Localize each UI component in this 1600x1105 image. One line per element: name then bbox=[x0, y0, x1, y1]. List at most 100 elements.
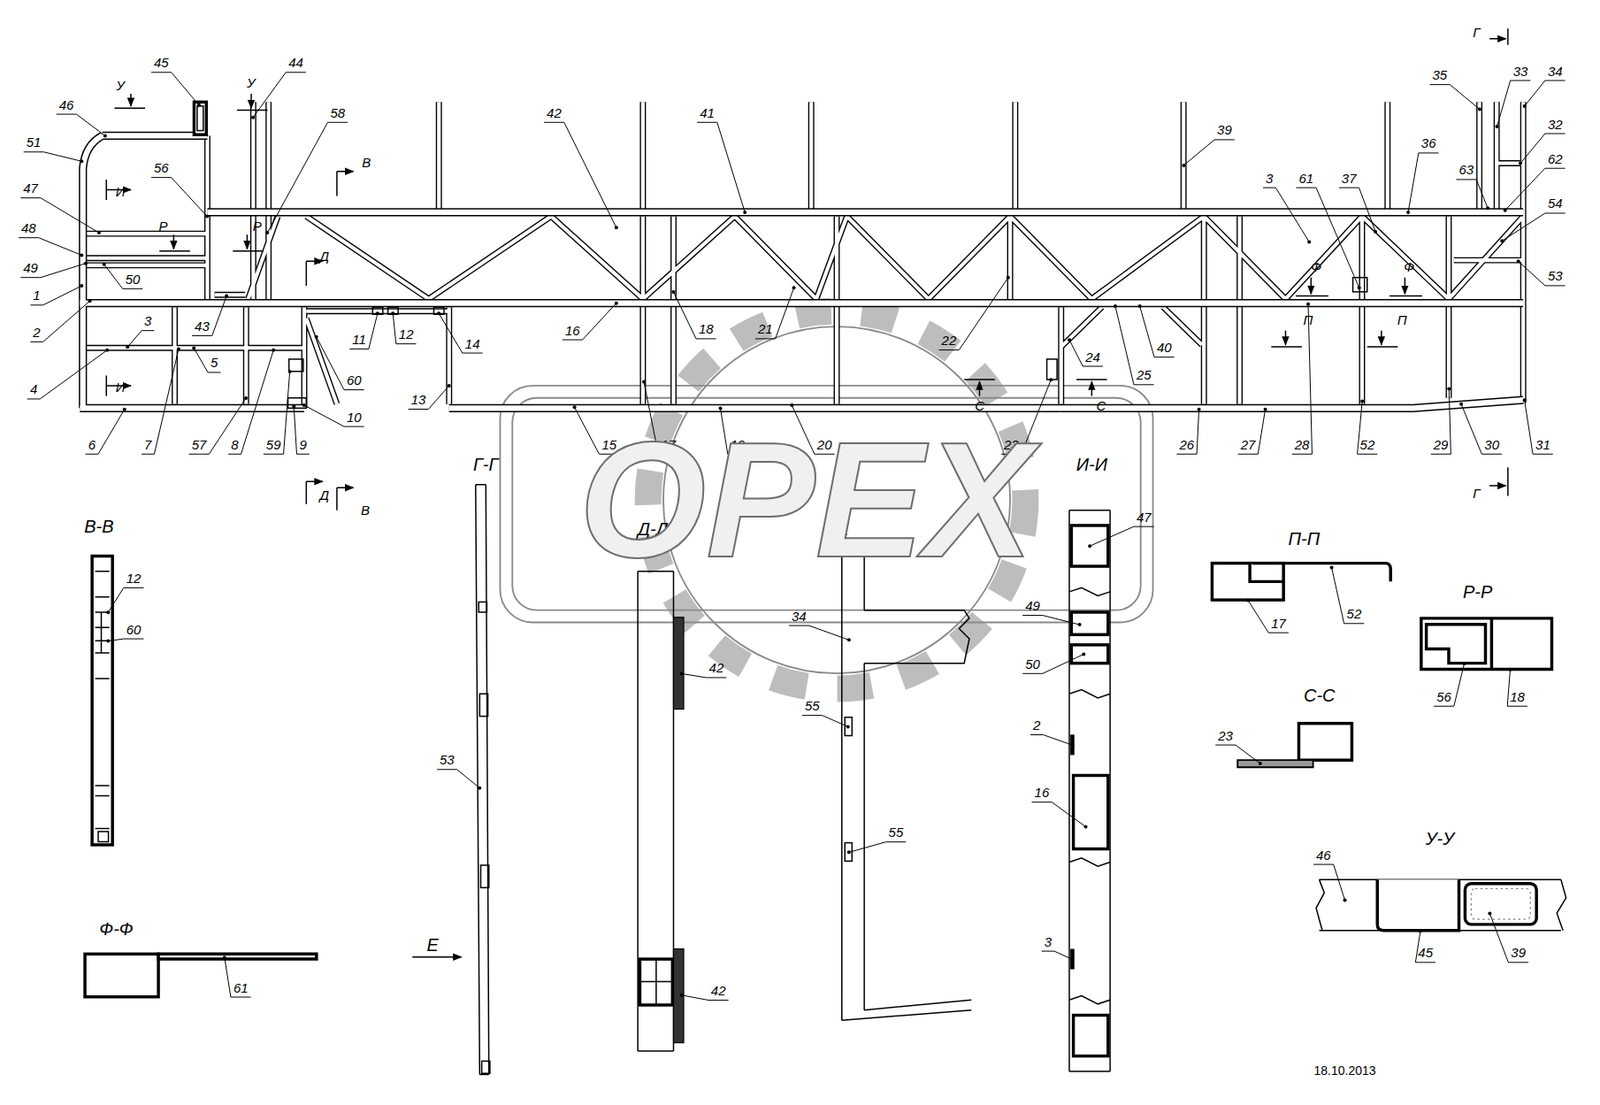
leader-dot bbox=[1485, 206, 1490, 210]
leader-line bbox=[1041, 950, 1073, 959]
leader-dot bbox=[671, 290, 675, 294]
leader-line bbox=[849, 842, 906, 853]
section-marker: Р bbox=[252, 219, 262, 235]
leader-line bbox=[1489, 913, 1529, 963]
section-marker: Р bbox=[159, 219, 169, 235]
leader-dot bbox=[302, 403, 307, 407]
callout-number: 27 bbox=[1240, 437, 1256, 453]
callout-number: 9 bbox=[298, 437, 307, 453]
leader-dot bbox=[1518, 161, 1523, 166]
leader-line bbox=[18, 237, 82, 256]
leader-line bbox=[263, 371, 291, 454]
leader-line bbox=[27, 350, 108, 399]
callout-number: 56 bbox=[153, 160, 169, 177]
callout-number: 33 bbox=[1513, 64, 1529, 80]
leader-line bbox=[1461, 404, 1502, 454]
callout-number: 49 bbox=[22, 260, 39, 276]
callout-number: 42 bbox=[546, 106, 562, 122]
leader-dot bbox=[314, 335, 319, 339]
callout-number: 44 bbox=[288, 55, 304, 71]
callout-number: 43 bbox=[194, 319, 210, 335]
callout-number: 53 bbox=[1547, 268, 1563, 284]
leader-dot bbox=[1500, 238, 1504, 243]
callout-number: 18 bbox=[698, 321, 714, 337]
callout-number: 56 bbox=[1436, 689, 1452, 705]
leader-line bbox=[436, 769, 480, 789]
callout-number: 53 bbox=[439, 752, 455, 768]
callout-number: 3 bbox=[1044, 934, 1052, 950]
leader-dot bbox=[847, 849, 851, 854]
section-marker: В bbox=[361, 155, 371, 171]
leader-dot bbox=[176, 347, 181, 352]
callout-number: 59 bbox=[266, 437, 282, 453]
callout-number: 58 bbox=[330, 106, 346, 122]
leader-dot bbox=[1006, 275, 1011, 280]
leader-dot bbox=[847, 637, 851, 642]
watermark-gear bbox=[499, 311, 1153, 689]
leader-line bbox=[788, 625, 850, 640]
callout-number: 8 bbox=[230, 437, 238, 453]
leader-dot bbox=[125, 344, 130, 349]
leader-dot bbox=[614, 225, 619, 230]
leader-dot bbox=[477, 786, 482, 790]
leader-dot bbox=[244, 396, 248, 400]
callout-number: 40 bbox=[1156, 340, 1172, 356]
leader-dot bbox=[105, 348, 109, 353]
callout-number: 23 bbox=[1217, 728, 1233, 744]
leader-dot bbox=[1330, 565, 1334, 569]
leader-line bbox=[1183, 139, 1234, 166]
leader-dot bbox=[97, 230, 101, 235]
leader-dot bbox=[1343, 898, 1348, 903]
section-title: С-С bbox=[1303, 685, 1336, 705]
callout-number: 52 bbox=[1360, 437, 1376, 453]
section-marker: П bbox=[1303, 313, 1314, 329]
leader-dot bbox=[1418, 928, 1423, 933]
leader-dot bbox=[375, 311, 380, 315]
leader-dot bbox=[1138, 304, 1142, 308]
callout-number: 45 bbox=[153, 55, 169, 71]
leader-dot bbox=[573, 405, 577, 409]
leader-dot bbox=[1307, 239, 1311, 244]
callout-number: 1 bbox=[32, 288, 40, 304]
callout-number: 57 bbox=[191, 437, 207, 453]
leader-dot bbox=[106, 610, 110, 614]
callout-number: 3 bbox=[1265, 171, 1273, 187]
leader-dot bbox=[1459, 402, 1463, 406]
callout-number: 46 bbox=[1316, 848, 1332, 864]
callout-number: 34 bbox=[791, 609, 807, 625]
leader-dot bbox=[271, 348, 276, 353]
leader-line bbox=[1089, 526, 1154, 546]
leader-line bbox=[267, 122, 348, 233]
callout-number: 42 bbox=[709, 660, 725, 676]
leader-dot bbox=[1246, 597, 1250, 602]
callout-number: 35 bbox=[1432, 68, 1448, 84]
leader-line bbox=[1431, 389, 1452, 455]
callout-number: 21 bbox=[757, 321, 774, 337]
leader-line bbox=[23, 152, 83, 162]
leader-line bbox=[107, 638, 144, 641]
callout-number: 39 bbox=[1217, 122, 1233, 138]
leader-line bbox=[1295, 187, 1359, 288]
section-marker: У bbox=[115, 78, 125, 94]
leader-line bbox=[1176, 409, 1199, 455]
leader-dot bbox=[88, 298, 92, 303]
leader-dot bbox=[1487, 911, 1492, 916]
callout-number: 50 bbox=[125, 272, 141, 288]
leader-line bbox=[141, 349, 179, 455]
callout-number: 34 bbox=[1547, 64, 1563, 80]
leader-dot bbox=[789, 403, 794, 407]
leader-dot bbox=[205, 214, 209, 219]
leader-line bbox=[151, 177, 207, 217]
leader-dot bbox=[642, 379, 646, 383]
section-marker: С bbox=[974, 398, 985, 414]
leader-dot bbox=[1373, 229, 1378, 234]
callout-number: 39 bbox=[1510, 945, 1526, 961]
callout-number: 60 bbox=[126, 622, 142, 638]
leader-dot bbox=[1477, 107, 1482, 111]
section-title: П-П bbox=[1288, 528, 1321, 549]
leader-line bbox=[252, 72, 307, 118]
callout-number: 32 bbox=[1547, 117, 1563, 133]
leader-dot bbox=[79, 283, 84, 288]
callout-number: 5 bbox=[210, 355, 218, 371]
callout-number: 26 bbox=[1178, 437, 1195, 453]
